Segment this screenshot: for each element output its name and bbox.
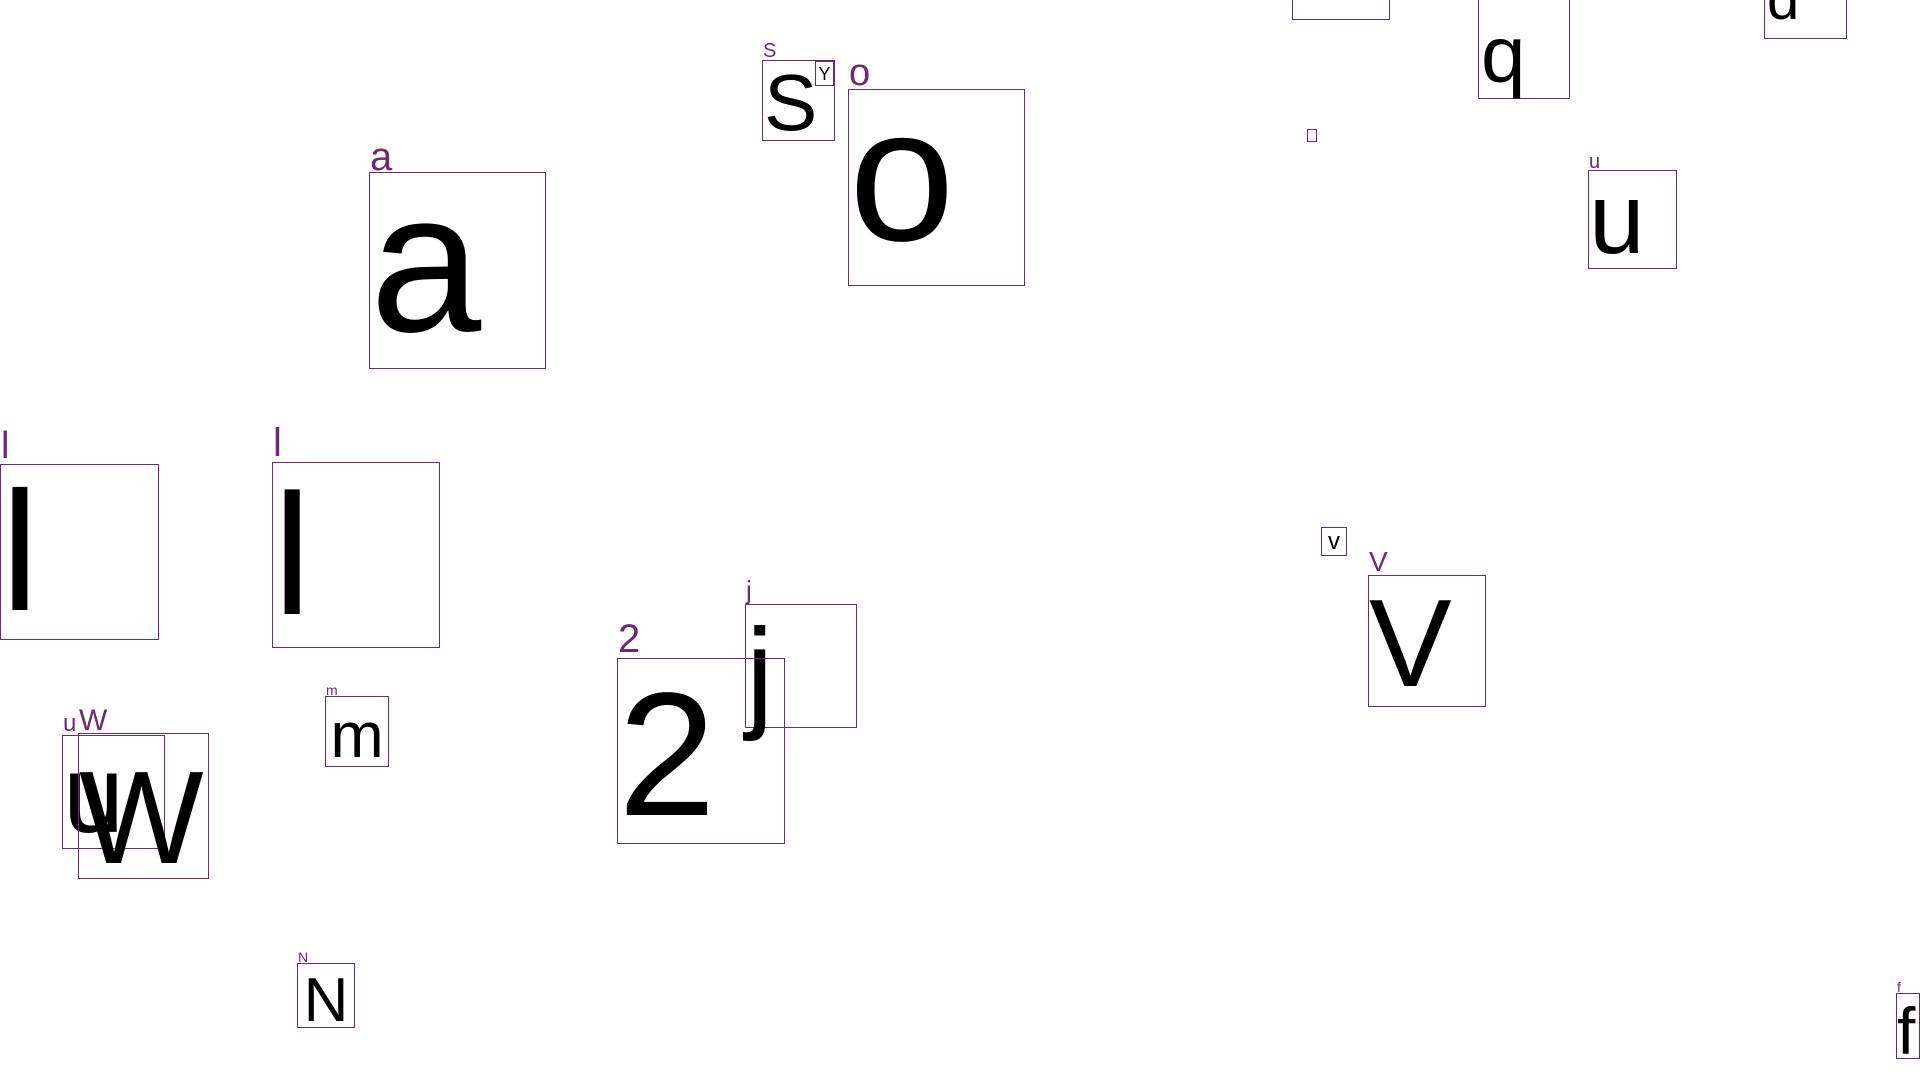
glyph-char: d	[1767, 0, 1846, 29]
glyph-label: f	[1897, 979, 1901, 995]
glyph-label: W	[79, 704, 108, 737]
glyph-box-V: V V	[1368, 548, 1486, 713]
glyph-char: W	[79, 744, 204, 891]
glyph-box-tiny	[1307, 129, 1317, 142]
glyph-char: q	[1481, 10, 1526, 99]
glyph-box-f: f f	[1896, 980, 1920, 1064]
glyph-box-S: S S	[762, 41, 835, 147]
glyph-label: N	[298, 949, 309, 965]
glyph-char: m	[330, 699, 384, 771]
glyph-box-u-left: u u	[62, 712, 165, 856]
glyph-box-Y: Y	[815, 61, 834, 86]
glyph-box-j: j j	[745, 577, 857, 735]
glyph-char: m	[1293, 0, 1389, 7]
glyph-label: u	[1589, 151, 1601, 173]
glyph-char: l	[1, 457, 39, 647]
glyph-char: j	[746, 604, 774, 742]
glyph-label: 2	[618, 617, 641, 661]
glyph-label: m	[326, 682, 338, 698]
glyph-box-m-small: m m	[325, 683, 389, 771]
glyph-char: N	[303, 966, 349, 1035]
glyph-char: f	[1897, 994, 1916, 1068]
glyph-box-W: W W	[78, 706, 209, 884]
glyph-label: l	[273, 421, 282, 465]
glyph-char: l	[273, 459, 312, 651]
glyph-box-m-top: m	[1292, 0, 1390, 20]
glyph-label: o	[849, 52, 871, 94]
glyph-box-o: o o	[848, 54, 1025, 286]
glyph-char: S	[764, 58, 818, 147]
glyph-label: S	[763, 40, 777, 62]
glyph-char: Y	[818, 64, 831, 84]
glyph-label: u	[63, 710, 77, 737]
glyph-box-2: 2 2	[617, 619, 785, 853]
glyph-char: u	[63, 733, 125, 856]
glyph-box-l-center: l l	[272, 423, 440, 651]
glyph-box-l-left: l l	[0, 427, 159, 647]
glyph-char: a	[370, 151, 482, 374]
glyph-char: 2	[618, 657, 716, 853]
glyph-box-N: N N	[297, 950, 355, 1032]
glyph-label: V	[1369, 546, 1388, 577]
glyph-box-q: q	[1478, 0, 1570, 99]
glyph-label: j	[746, 575, 752, 605]
glyph-char: V	[1369, 575, 1452, 713]
glyph-box-d: d	[1764, 0, 1847, 39]
glyph-label: l	[1, 425, 10, 467]
glyph-char: v	[1328, 528, 1340, 555]
glyph-box-u-right: u u	[1588, 152, 1677, 275]
glyph-label: a	[370, 135, 393, 179]
glyph-char: o	[849, 69, 955, 281]
glyph-char: u	[1589, 163, 1645, 275]
glyph-box-a: a a	[369, 137, 546, 369]
glyph-box-v-small: v	[1321, 527, 1347, 556]
